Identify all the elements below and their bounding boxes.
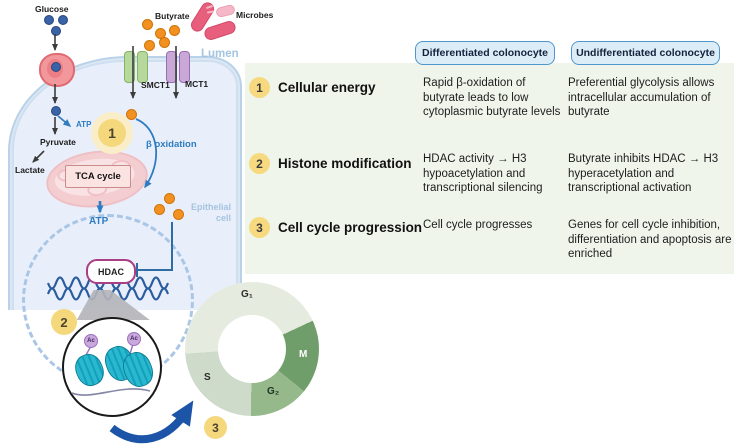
lactate-label: Lactate [15, 165, 45, 175]
cell-differentiated: Cell cycle progresses [423, 219, 533, 231]
phase-g2-label: G₂ [267, 386, 280, 397]
epithelial-cell-label: Epithelial cell [190, 202, 231, 223]
pyruvate-label: Pyruvate [40, 137, 76, 147]
butyrate-molecule [142, 19, 153, 30]
glucose-molecule [58, 15, 68, 25]
butyrate-molecule-intracellular [126, 109, 137, 120]
mct1-label: MCT1 [185, 79, 209, 89]
cell-undifferentiated: Butyrate inhibits HDAC → H3 hyperacetyla… [568, 153, 719, 194]
butyrate-molecule-intracellular [154, 204, 165, 215]
butyrate-molecule [159, 37, 170, 48]
glucose-molecule-intracellular [51, 106, 61, 116]
smct1-label: SMCT1 [141, 80, 170, 90]
row-label: Cellular energy [278, 80, 376, 95]
step-2-badge: 2 [51, 309, 77, 335]
cell-cycle-ring [185, 282, 319, 416]
step-3-badge: 3 [204, 416, 227, 439]
comparison-table-panel [245, 63, 734, 274]
glucose-molecule [44, 15, 54, 25]
phase-g1-label: G₁ [241, 289, 253, 300]
row-number-badge: 1 [249, 77, 270, 98]
header-differentiated-colonocyte: Differentiated colonocyte [415, 41, 555, 65]
step-1-badge: 1 [98, 119, 126, 147]
hdac-node: HDAC [86, 259, 136, 284]
cell-differentiated: HDAC activity → H3 hypoacetylation and t… [423, 153, 543, 194]
butyrate-molecule-intracellular [164, 193, 175, 204]
glucose-molecule-in-transporter [51, 62, 61, 72]
header-undifferentiated-colonocyte: Undifferentiated colonocyte [571, 41, 720, 65]
smct1-transporter-icon [124, 51, 135, 83]
lumen-label: Lumen [201, 48, 239, 60]
row-label: Histone modification [278, 156, 412, 171]
smct1-transporter-icon [137, 51, 148, 83]
row-number-badge: 3 [249, 217, 270, 238]
cell-differentiated: Rapid β-oxidation of butyrate leads to l… [423, 77, 561, 118]
cell-undifferentiated: Preferential glycolysis allows intracell… [568, 77, 715, 118]
butyrate-molecule [144, 40, 155, 51]
atp-label-glycolysis: ATP [76, 120, 92, 129]
beta-oxidation-label: β oxidation [146, 139, 197, 150]
phase-m-label: M [299, 349, 308, 360]
phase-s-label: S [204, 372, 211, 383]
row-number-badge: 2 [249, 153, 270, 174]
atp-label-tca: ATP [89, 216, 109, 227]
glucose-molecule [51, 26, 61, 36]
tca-cycle-box: TCA cycle [65, 165, 131, 188]
cell-undifferentiated: Genes for cell cycle inhibition, differe… [568, 219, 732, 260]
mct1-transporter-icon [179, 51, 190, 83]
microbes-label: Microbes [236, 10, 274, 20]
acetyl-group-icon: Ac [84, 334, 98, 348]
chromatin-zoom-circle: Ac Ac [62, 317, 162, 417]
glucose-label: Glucose [35, 4, 69, 14]
butyrate-label: Butyrate [155, 11, 190, 21]
ring-hole [218, 315, 286, 383]
row-label: Cell cycle progression [278, 220, 423, 235]
butyrate-molecule [169, 25, 180, 36]
acetyl-group-icon: Ac [127, 332, 141, 346]
butyrate-molecule-intracellular [173, 209, 184, 220]
